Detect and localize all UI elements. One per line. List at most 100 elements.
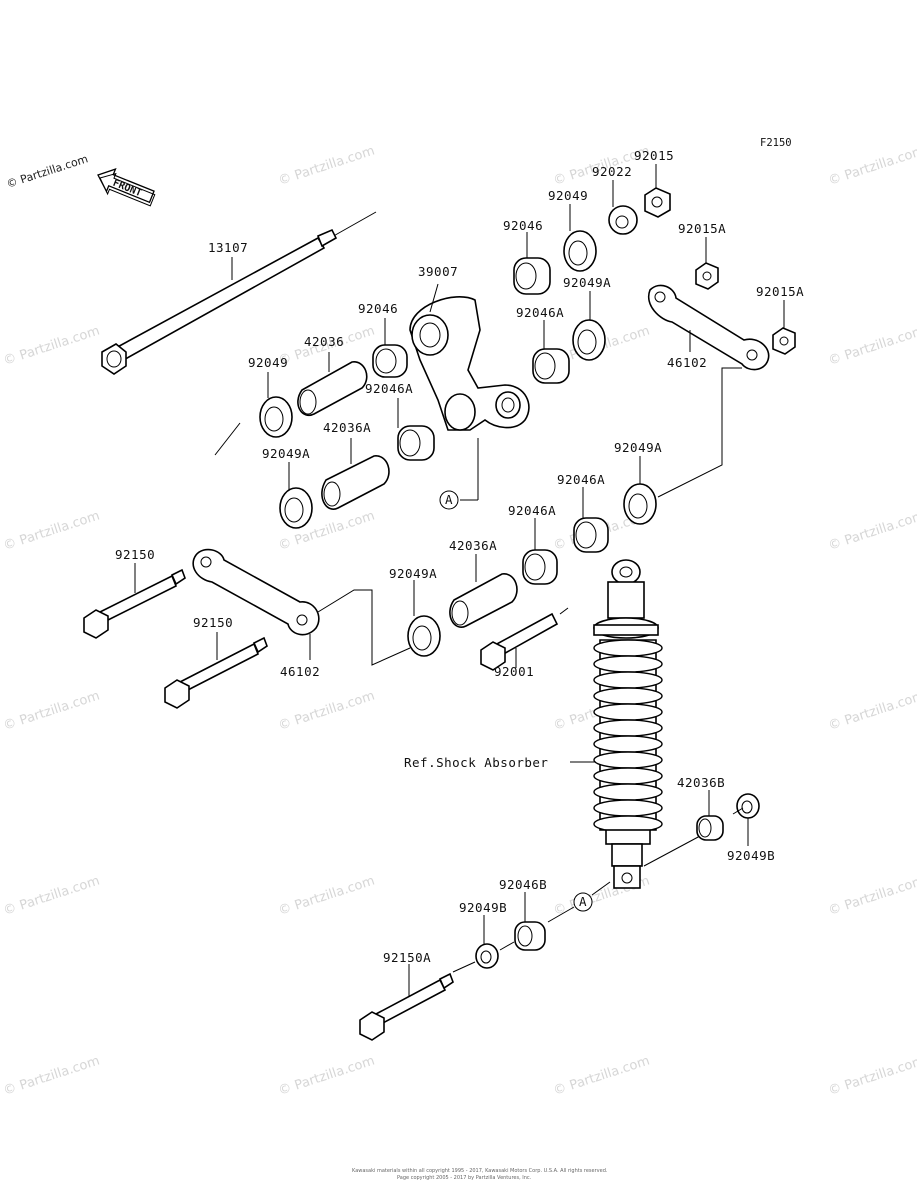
spring-coil <box>593 639 663 657</box>
watermark: © Partzilla.com <box>827 324 917 369</box>
footer-copyright-2: Page copyright 2005 - 2017 by Partzilla … <box>397 1175 532 1181</box>
callout-a-lower: A <box>547 892 593 923</box>
bolt-92001 <box>480 607 569 671</box>
part-label-92015A-1: 92015A <box>678 221 726 236</box>
spring-coil <box>593 783 663 801</box>
shock-absorber <box>570 559 701 896</box>
part-label-92046-left: 92046 <box>358 301 398 316</box>
part-label-92046A: 92046A <box>365 381 413 396</box>
shaft-13107 <box>101 211 377 375</box>
collar-42036A <box>321 438 390 510</box>
collar-42036 <box>297 352 368 417</box>
part-label-92015A-2: 92015A <box>756 284 804 299</box>
nut-92015A-2 <box>772 300 796 355</box>
bearing-92046A-mid-2 <box>522 518 558 585</box>
shock-spring <box>593 639 663 833</box>
washer-92022 <box>608 180 638 235</box>
part-label-92046A-mid-1: 92046A <box>557 472 605 487</box>
part-label-42036A: 42036A <box>323 420 371 435</box>
bearing-92046A <box>397 398 435 461</box>
nut-92015A-1 <box>695 237 719 290</box>
spring-coil <box>593 799 663 817</box>
spring-coil <box>593 655 663 673</box>
watermark: © Partzilla.com <box>277 689 377 734</box>
part-label-92015: 92015 <box>634 148 674 163</box>
part-label-92046-right: 92046 <box>503 218 543 233</box>
part-label-92150A: 92150A <box>383 950 431 965</box>
watermark: © Partzilla.com <box>2 689 102 734</box>
part-label-92049A-left: 92049A <box>262 446 310 461</box>
part-label-92150-lower: 92150 <box>193 615 233 630</box>
spring-coil <box>593 735 663 753</box>
tie-rod-46102-left <box>192 548 411 666</box>
figure-code: F2150 <box>760 137 792 149</box>
front-arrow-icon: FRONT <box>97 168 156 207</box>
part-label-42036B: 42036B <box>677 775 725 790</box>
part-label-92049B-left: 92049B <box>459 900 507 915</box>
part-label-92046A-mid-2: 92046A <box>508 503 556 518</box>
spring-coil <box>593 687 663 705</box>
watermark: © Partzilla.com <box>827 1054 917 1099</box>
watermark: © Partzilla.com <box>827 689 917 734</box>
watermark: © Partzilla.com <box>2 1054 102 1099</box>
part-label-92001: 92001 <box>494 664 534 679</box>
washer-92049A-mid <box>407 580 441 657</box>
part-label-92150-upper: 92150 <box>115 547 155 562</box>
footer-copyright-1: Kawasaki materials within all copyright … <box>352 1168 608 1174</box>
watermark: © Partzilla.com <box>827 144 917 189</box>
nut-92015 <box>644 164 671 218</box>
washer-92049A-right <box>572 291 606 361</box>
watermark: © Partzilla.com <box>277 1054 377 1099</box>
watermark: © Partzilla.com <box>277 144 377 189</box>
tie-rod-46102-right <box>647 284 770 498</box>
watermark: © Partzilla.com <box>277 874 377 919</box>
part-label-92049A-mid: 92049A <box>389 566 437 581</box>
part-label-92049B-right: 92049B <box>727 848 775 863</box>
part-label-13107: 13107 <box>208 240 248 255</box>
spring-coil <box>593 719 663 737</box>
spring-coil <box>593 703 663 721</box>
part-label-92049-right: 92049 <box>548 188 588 203</box>
callout-a-upper: A <box>439 490 459 510</box>
callout-letter: A <box>445 492 453 507</box>
bushing-92046 <box>372 318 408 378</box>
washer-92049-left <box>214 372 293 456</box>
washer-92049A-left <box>279 462 313 529</box>
watermark: © Partzilla.com <box>827 874 917 919</box>
washer-92049A-mid-right <box>623 456 657 525</box>
watermark: © Partzilla.com <box>827 509 917 554</box>
ref-shock-absorber-label: Ref.Shock Absorber <box>404 755 548 770</box>
spring-coil <box>593 671 663 689</box>
part-label-92046B: 92046B <box>499 877 547 892</box>
bolt-92150-upper <box>83 563 186 639</box>
washer-92049B-right <box>732 793 760 846</box>
bearing-92046A-mid-1 <box>573 487 609 553</box>
part-label-42036: 42036 <box>304 334 344 349</box>
watermark: © Partzilla.com <box>2 324 102 369</box>
callout-letter: A <box>579 894 587 909</box>
part-label-42036A-mid: 42036A <box>449 538 497 553</box>
watermark: © Partzilla.com <box>2 509 102 554</box>
spring-coil <box>593 767 663 785</box>
collar-42036A-mid <box>449 554 518 628</box>
spring-coil <box>593 751 663 769</box>
washer-92049B-left <box>475 915 515 969</box>
bolt-92150-lower <box>164 632 268 709</box>
part-label-46102-right: 46102 <box>667 355 707 370</box>
bearing-92046B <box>514 892 546 951</box>
watermark: © Partzilla.com <box>552 1054 652 1099</box>
bolt-92150A <box>359 961 476 1041</box>
bearing-92046-right <box>513 232 551 295</box>
part-label-92049A-right: 92049A <box>563 275 611 290</box>
washer-92049-right <box>563 204 597 272</box>
part-label-46102-left: 46102 <box>280 664 320 679</box>
watermark-corner: © Partzilla.com <box>5 152 90 191</box>
collar-42036B <box>696 790 724 841</box>
rocker-arm-39007 <box>409 283 530 501</box>
part-label-92022: 92022 <box>592 164 632 179</box>
watermark: © Partzilla.com <box>2 874 102 919</box>
bearing-92046A-right <box>532 320 570 384</box>
part-label-39007: 39007 <box>418 264 458 279</box>
part-label-92049A-mid-right: 92049A <box>614 440 662 455</box>
